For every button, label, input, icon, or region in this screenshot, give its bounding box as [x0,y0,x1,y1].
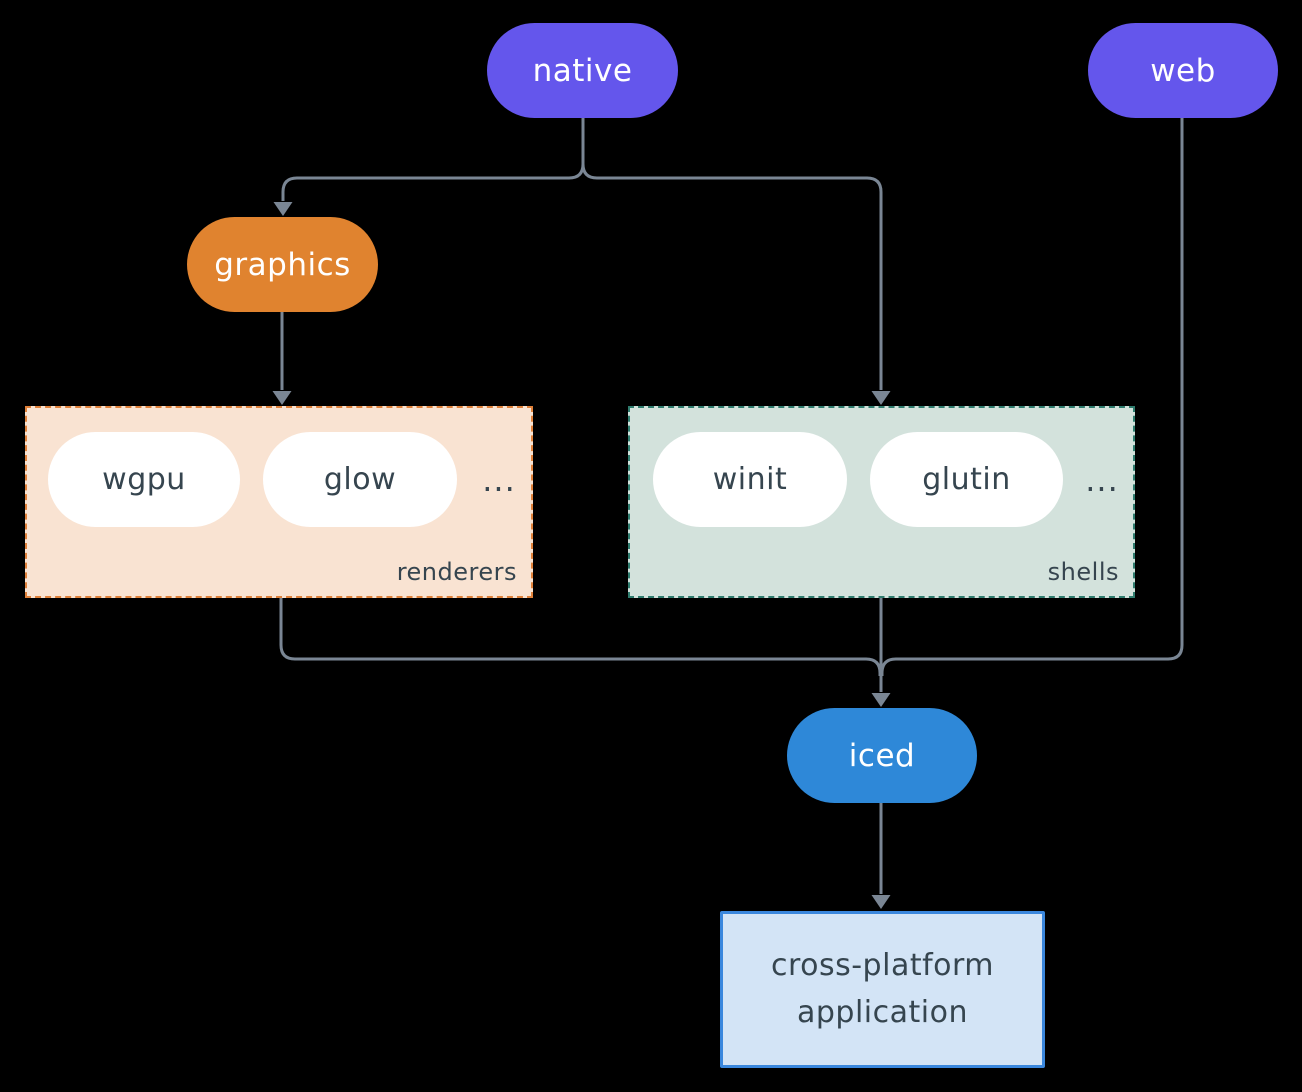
group-renderers: wgpu glow ... renderers [25,406,533,598]
node-wgpu-label: wgpu [102,462,186,497]
edge-web-to-iced [880,118,1184,676]
shells-group-label: shells [1047,558,1119,586]
arrowhead-graphics [273,202,293,216]
node-iced-label: iced [848,737,916,774]
node-glutin: glutin [870,432,1063,527]
node-iced: iced [787,708,977,803]
arrowhead-application [871,895,891,909]
node-graphics: graphics [187,217,378,312]
node-web: web [1088,23,1278,118]
edge-native-to-shells [581,118,883,390]
arrowhead-shells [871,391,891,405]
node-native: native [487,23,678,118]
group-shells: winit glutin ... shells [628,406,1135,598]
arrowhead-iced [871,693,891,707]
node-glow-label: glow [323,462,397,497]
node-graphics-label: graphics [214,246,351,283]
renderers-ellipsis: ... [482,460,516,499]
shells-ellipsis: ... [1085,460,1119,499]
arrowhead-renderers [272,391,292,405]
node-native-label: native [532,52,633,89]
node-application-label: cross-platform application [770,948,995,1030]
edge-native-to-graphics [281,118,585,201]
node-glow: glow [263,432,457,527]
edge-renderers-to-iced [279,598,882,676]
node-glutin-label: glutin [922,462,1011,497]
node-winit-label: winit [712,462,788,497]
renderers-group-label: renderers [396,558,517,586]
node-web-label: web [1150,52,1216,89]
node-cross-platform-application: cross-platform application [720,911,1045,1068]
node-winit: winit [653,432,847,527]
node-wgpu: wgpu [48,432,240,527]
